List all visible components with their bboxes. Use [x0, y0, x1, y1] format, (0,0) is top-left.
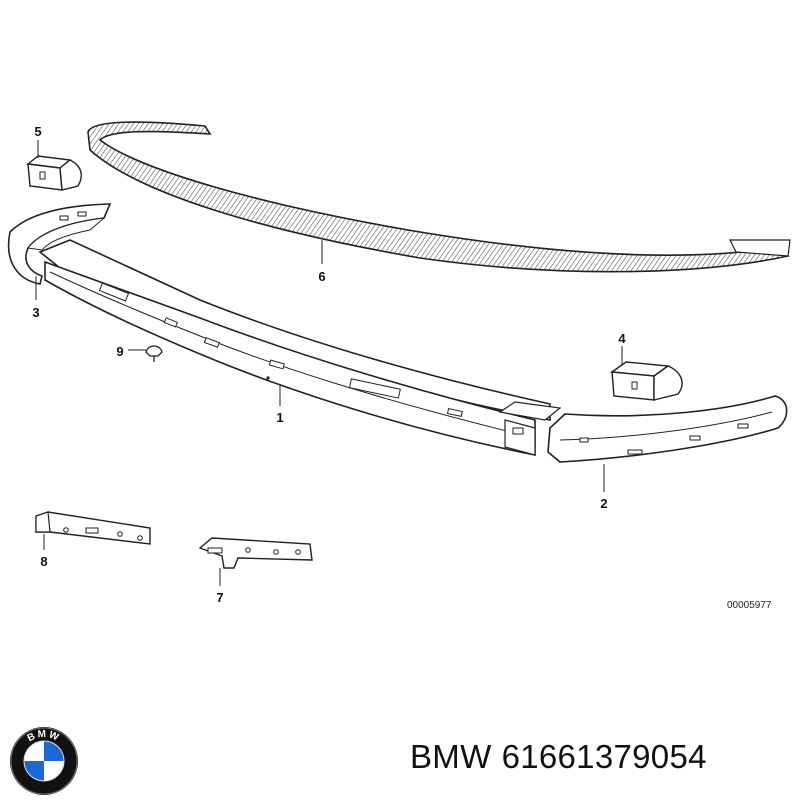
part-number: 61661379054	[501, 738, 707, 775]
callout-1: 1	[276, 410, 283, 425]
callout-7: 7	[216, 590, 223, 605]
callout-4: 4	[618, 331, 626, 346]
part-6-rubber-strip	[87, 121, 791, 273]
callout-5: 5	[34, 124, 41, 139]
bmw-logo-lettering: BMW	[26, 729, 60, 744]
part-3-end-cap-left	[7, 203, 112, 285]
leader-lines	[35, 140, 623, 586]
drawing-code: 00005977	[727, 600, 772, 611]
part-1-bumper-bar	[38, 239, 562, 456]
part-2-end-cap-right	[547, 395, 788, 463]
part-7-bracket	[198, 537, 313, 569]
bmw-logo: BMW	[10, 727, 78, 795]
part-8-bracket	[35, 511, 151, 545]
part-9-small-clip	[145, 345, 163, 362]
svg-text:BMW: BMW	[26, 729, 62, 744]
callout-8: 8	[40, 554, 47, 569]
part-5-clip	[26, 155, 82, 191]
callout-2: 2	[600, 496, 607, 511]
brand-name: BMW	[410, 738, 492, 775]
part-4-clip	[610, 361, 683, 401]
callout-6: 6	[318, 269, 325, 284]
callout-3: 3	[32, 305, 39, 320]
callout-9: 9	[116, 344, 123, 359]
